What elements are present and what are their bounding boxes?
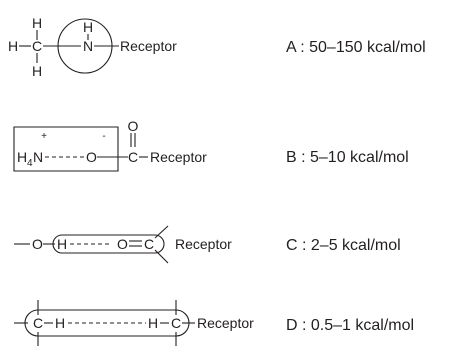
row-c-enclosure-capsule	[52, 234, 165, 254]
row-c-bond-lower	[154, 249, 169, 264]
row-d-hydrogen-left: H	[55, 315, 65, 331]
row-a-h-left: H	[8, 38, 18, 54]
row-b-carbon: C	[128, 149, 138, 165]
row-b-ionic: + - H 4 N O O C Receptor	[13, 118, 207, 172]
row-b-energy: B : 5–10 kcal/mol	[286, 149, 409, 166]
row-a-h-inner: H	[83, 19, 93, 35]
row-c-oxygen-acceptor: O	[117, 236, 128, 252]
row-d-receptor: Receptor	[197, 315, 254, 331]
row-c-bond-upper	[154, 225, 169, 239]
row-b-nitrogen: N	[33, 149, 43, 165]
row-d-energy: D : 0.5–1 kcal/mol	[286, 317, 414, 334]
row-b-subscript-4: 4	[27, 158, 33, 169]
row-a-h-bottom: H	[32, 63, 42, 79]
row-b-receptor: Receptor	[150, 149, 207, 165]
row-c-receptor: Receptor	[175, 236, 232, 252]
row-a-covalent: H H C H H N Receptor	[8, 15, 177, 79]
row-a-energy: A : 50–150 kcal/mol	[286, 39, 426, 56]
row-d-van-der-waals: C H H C Receptor	[14, 300, 254, 346]
row-c-carbon: C	[144, 236, 154, 252]
row-d-carbon-right: C	[171, 315, 181, 331]
row-b-oxygen-anion: O	[86, 149, 97, 165]
row-d-hydrogen-right: H	[148, 315, 158, 331]
row-b-plus-charge: +	[41, 131, 47, 142]
row-c-hydrogen-bond: O H O C Receptor	[14, 225, 232, 264]
row-a-nitrogen: N	[83, 38, 93, 54]
row-b-enclosure-box	[13, 126, 119, 172]
row-d-carbon-left: C	[33, 315, 43, 331]
row-c-energy: C : 2–5 kcal/mol	[286, 237, 401, 254]
row-c-oxygen-donor: O	[32, 236, 43, 252]
row-a-h-top: H	[32, 15, 42, 31]
row-b-minus-charge: -	[102, 131, 105, 142]
row-b-h4: H	[17, 149, 27, 165]
row-a-receptor: Receptor	[120, 38, 177, 54]
row-b-oxygen-carbonyl: O	[128, 118, 139, 134]
row-a-carbon: C	[32, 38, 42, 54]
row-c-hydrogen: H	[57, 236, 67, 252]
